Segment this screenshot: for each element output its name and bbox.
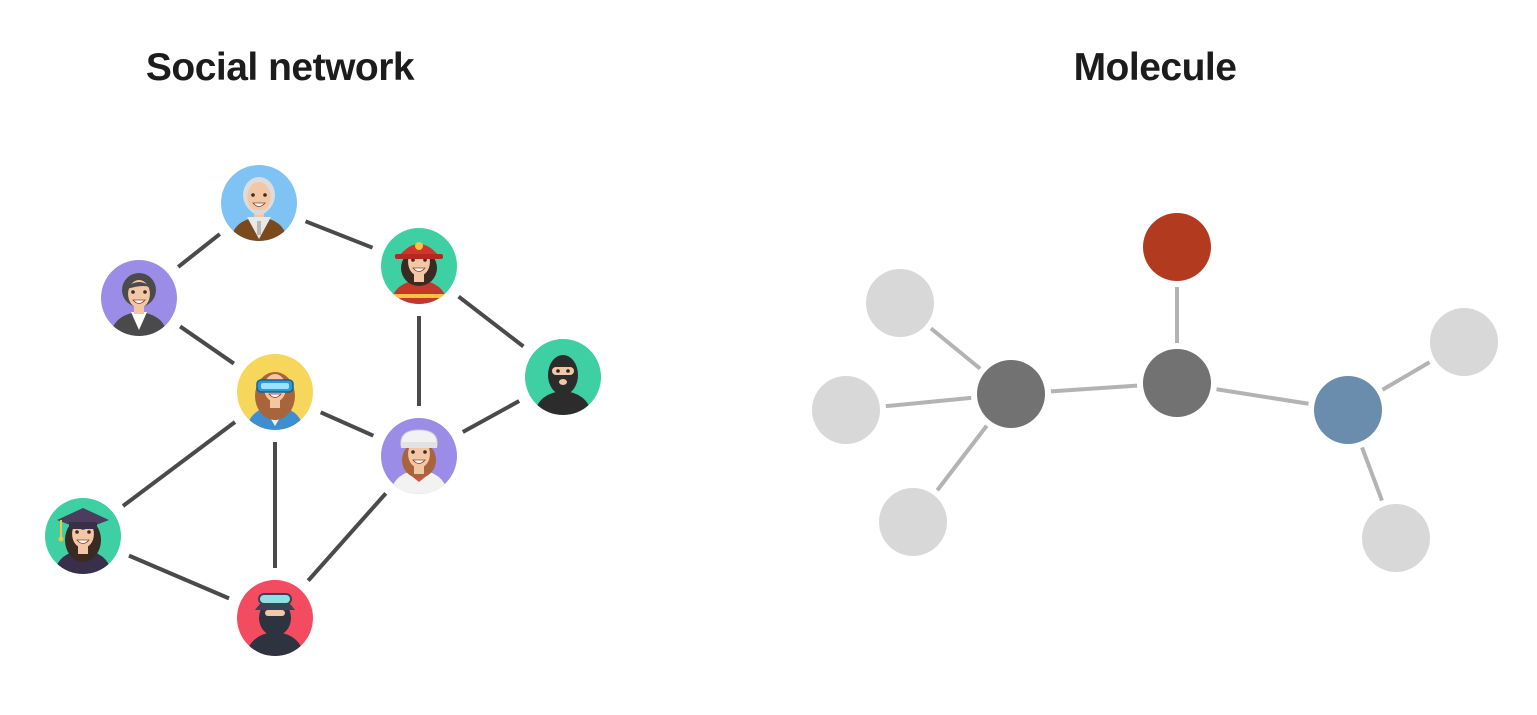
person-vr [237, 354, 313, 430]
graduate-icon [53, 508, 113, 574]
bond-h3-c1 [935, 424, 989, 492]
atom-hydrogen-h4 [1430, 308, 1498, 376]
bond-n-h5 [1360, 446, 1384, 502]
social-edge-woman-vr [178, 324, 236, 366]
atom-oxygen-o [1143, 213, 1211, 281]
person-chef [381, 418, 457, 494]
person-graduate [45, 498, 121, 574]
molecule-diagram [812, 213, 1498, 572]
atom-nitrogen-n [1314, 376, 1382, 444]
social-edge-robber-chef [461, 399, 521, 434]
bond-c1-c2 [1050, 383, 1138, 394]
person-elder [221, 165, 297, 241]
social-network-diagram [45, 165, 601, 656]
social-edge-vr-graduate [121, 420, 237, 508]
social-edge-graduate-swat [128, 553, 230, 601]
social-edge-elder-firefighter [304, 219, 374, 250]
atom-carbon-c2 [1143, 349, 1211, 417]
person-firefighter [381, 228, 457, 304]
atom-hydrogen-h2 [812, 376, 880, 444]
person-swat [237, 580, 313, 656]
social-edge-vr-chef [319, 410, 375, 438]
molecule-bonds [885, 287, 1431, 502]
atom-carbon-c1 [977, 360, 1045, 428]
atom-hydrogen-h1 [866, 269, 934, 337]
molecule-title: Molecule [1073, 46, 1237, 89]
atom-hydrogen-h3 [879, 488, 947, 556]
social-edge-elder-woman [176, 232, 222, 269]
person-robber [525, 339, 601, 415]
bond-c2-n [1216, 387, 1309, 406]
bond-n-h4 [1381, 360, 1431, 392]
person-woman [101, 260, 177, 336]
social-edges [121, 219, 525, 601]
atom-hydrogen-h5 [1362, 504, 1430, 572]
bond-h1-c1 [929, 326, 982, 371]
bond-h2-c1 [885, 395, 972, 409]
social-edge-chef-swat [306, 492, 388, 582]
social-network-title: Social network [145, 46, 415, 89]
social-edge-firefighter-robber [457, 294, 525, 349]
